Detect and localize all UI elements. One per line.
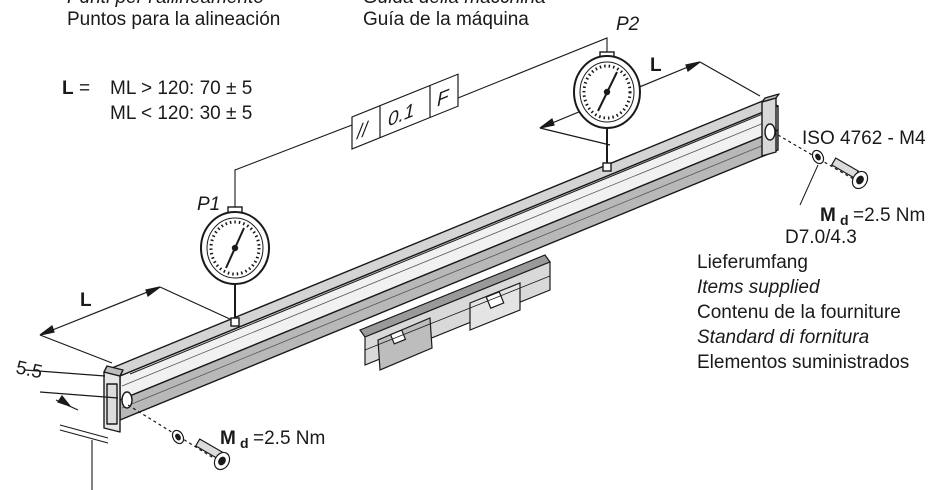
items-supplied-en: Items supplied [697,277,821,298]
dimension-L-right-label: L [650,55,662,76]
label-alignment-points-it: Punti per l'allineamento [67,0,264,8]
dimension-L-left-label: L [80,290,92,311]
items-supplied-fr: Contenu de la fourniture [697,302,901,323]
svg-text:=2.5 Nm: =2.5 Nm [853,205,925,226]
items-supplied-de: Lieferumfang [697,252,808,273]
tolerance-frame: // 0.1 F [351,73,459,150]
svg-text:M: M [220,428,236,449]
screw-spec-label: ISO 4762 - M4 [802,128,926,149]
label-machine-guide-es: Guía de la máquina [363,9,529,30]
tolerance-leaders [234,37,608,207]
formula-L-symbol: L [62,78,74,99]
items-supplied-es: Elementos suministrados [697,352,909,373]
gauge-p2-label: P2 [616,14,640,35]
formula-equals: = [79,78,90,99]
machine-guide-reference [59,424,109,490]
items-supplied-it: Standard di fornitura [697,327,869,348]
dimension-5-5 [24,369,119,411]
dimension-L-left [39,286,233,364]
label-machine-guide-it: Guida della macchina [363,0,546,8]
dimension-5-5-label: 5.5 [14,357,44,383]
left-mounting-screw [127,404,231,471]
svg-text:M: M [820,205,836,226]
tolerance-symbol: // [355,117,370,144]
svg-text:d: d [840,212,849,228]
washer-spec-label: D7.0/4.3 [785,227,857,248]
formula-row-1: ML > 120: 70 ± 5 [110,78,252,99]
washer-leader [799,164,819,206]
label-alignment-points-es: Puntos para la alineación [67,9,280,30]
torque-label-right: M d =2.5 Nm [820,205,925,228]
svg-text:=2.5 Nm: =2.5 Nm [253,428,325,449]
right-mounting-screw [777,134,869,190]
dial-gauge-p2 [573,51,641,172]
tolerance-datum: F [437,85,449,111]
gauge-p1-label: P1 [197,194,220,215]
scanning-head [359,254,551,371]
svg-text:d: d [240,435,249,451]
torque-label-left: M d =2.5 Nm [220,428,325,451]
dial-gauge-p1 [200,206,270,327]
screw-icon [830,157,869,190]
formula-row-2: ML < 120: 30 ± 5 [110,103,252,124]
screw-icon [194,438,231,471]
